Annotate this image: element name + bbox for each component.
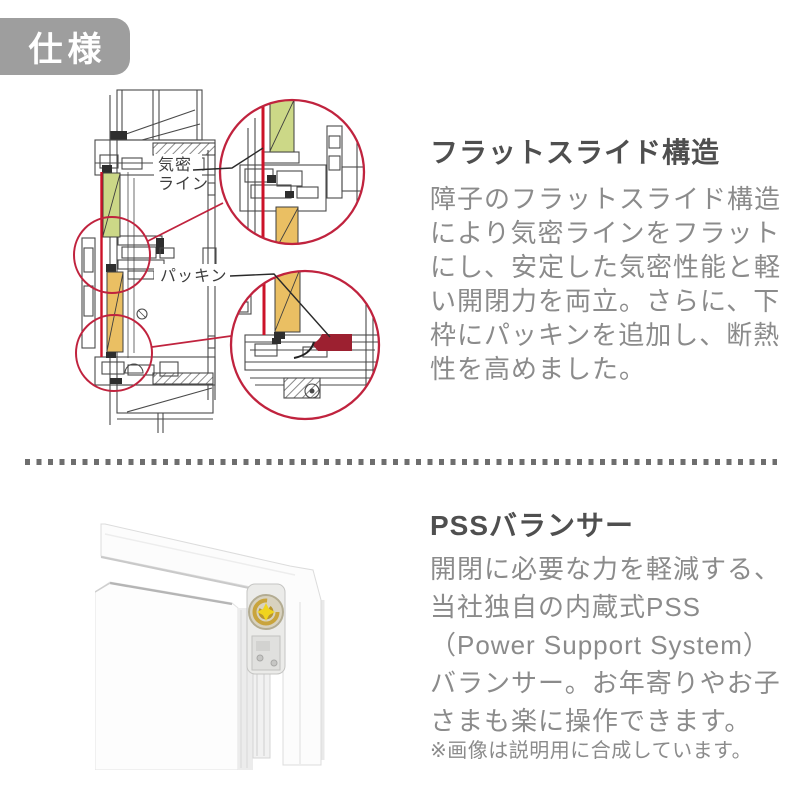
highlight-circles bbox=[73, 202, 232, 392]
airtight-line-label-2: ライン bbox=[158, 176, 209, 193]
flat-slide-body: 障子のフラットスライド構造 により気密ラインをフラット にし、安定した気密性能と… bbox=[430, 184, 782, 384]
airtight-line-label: 気密 bbox=[158, 156, 192, 174]
pss-body: 開閉に必要な力を軽減する、 当社独自の内蔵式PSS （Power Support… bbox=[430, 554, 782, 736]
spec-badge-label: 仕様 bbox=[28, 31, 107, 69]
diagram-labels: 気密 ライン パッキン bbox=[154, 147, 331, 338]
flat-slide-heading: フラットスライド構造 bbox=[430, 137, 721, 168]
left-view-glazing bbox=[100, 165, 124, 358]
packing-highlight bbox=[312, 334, 352, 351]
magnifier-circle-bottom bbox=[229, 269, 381, 421]
balancer-coil bbox=[252, 598, 280, 626]
glazing-channel bbox=[252, 669, 271, 759]
cross-section-diagram: 気密 ライン パッキン bbox=[73, 89, 381, 433]
balancer-star bbox=[257, 603, 275, 621]
dotted-divider bbox=[25, 459, 777, 465]
flat-slide-section: フラットスライド構造 障子のフラットスライド構造 により気密ラインをフラット に… bbox=[430, 137, 800, 386]
pss-section: PSSバランサー 開閉に必要な力を軽減する、 当社独自の内蔵式PSS （Powe… bbox=[430, 510, 800, 740]
spec-badge: 仕様 bbox=[0, 18, 130, 75]
pss-heading: PSSバランサー bbox=[430, 510, 635, 541]
balancer-unit bbox=[246, 583, 286, 675]
magnifier-circle-top bbox=[218, 98, 366, 246]
window-sash bbox=[95, 581, 239, 770]
pss-balancer-photo bbox=[95, 523, 325, 770]
pss-note: ※画像は説明用に合成しています。 bbox=[430, 740, 753, 762]
packing-label: パッキン bbox=[160, 268, 228, 285]
